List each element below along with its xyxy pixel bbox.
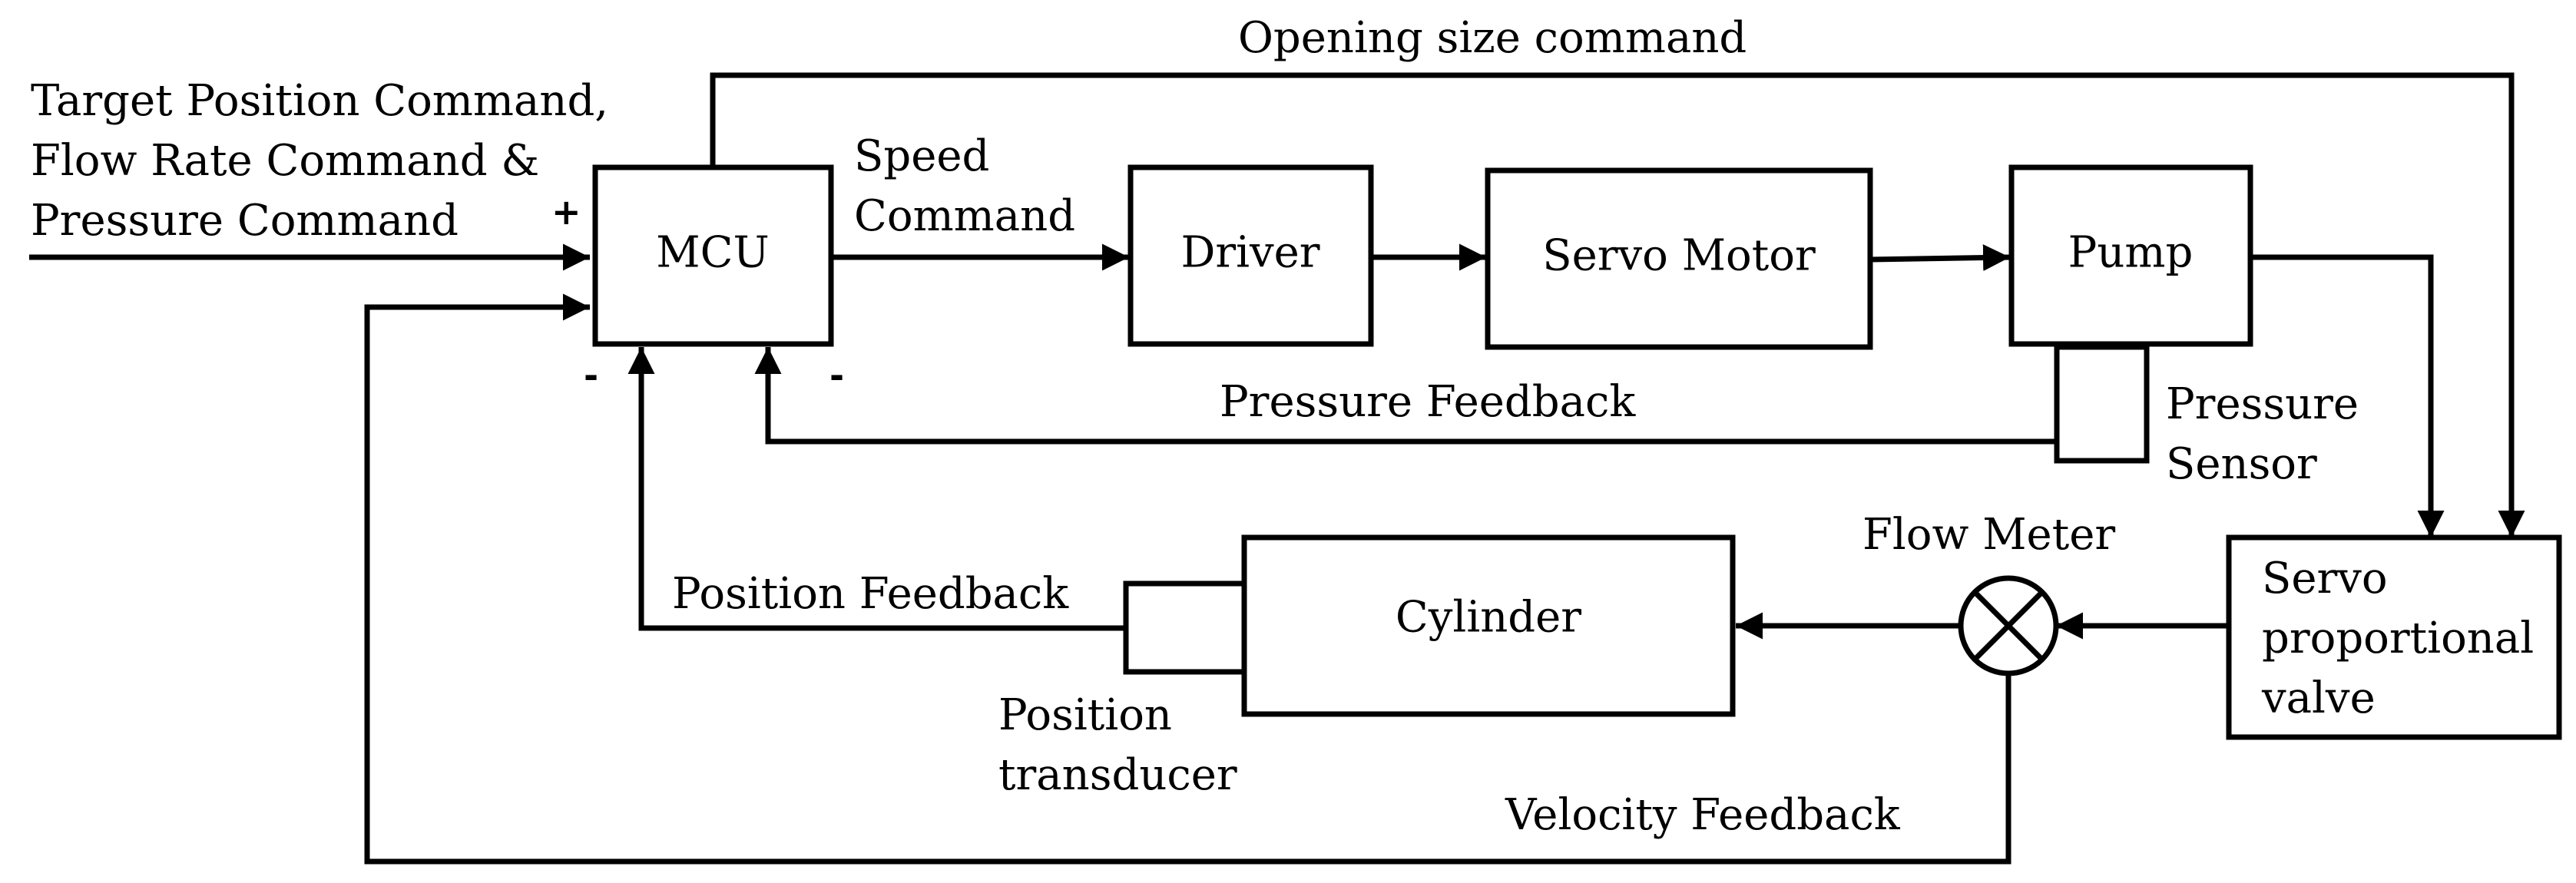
plus-sign: + <box>551 191 581 233</box>
driver-label: Driver <box>1180 228 1319 278</box>
motor-to-pump-arrow <box>1869 244 2011 272</box>
pressure-sensor-line-2: Sensor <box>2166 439 2317 489</box>
servo-valve-line-1: Servo <box>2262 554 2388 604</box>
pump-block <box>2008 164 2253 347</box>
opening-size-command-line <box>710 72 2525 537</box>
position-transducer-block <box>1123 580 1247 675</box>
position-transducer-line-1: Position <box>998 690 1172 740</box>
pump-label: Pump <box>2068 228 2194 278</box>
pressure-feedback-label: Pressure Feedback <box>1220 377 1636 427</box>
pressure-feedback-line <box>754 347 2057 445</box>
servo-valve-label: Servo proportional valve <box>2261 554 2548 723</box>
mcu-block <box>592 164 834 347</box>
flow-meter-label: Flow Meter <box>1862 510 2115 560</box>
position-transducer-line-2: transducer <box>998 750 1237 800</box>
mcu-label: MCU <box>656 228 769 278</box>
servo-valve-line-3: valve <box>2261 673 2376 723</box>
minus-sign-position: - <box>584 355 598 396</box>
position-feedback-label: Position Feedback <box>672 569 1069 619</box>
driver-block <box>1127 164 1374 347</box>
minus-sign-pressure: - <box>829 355 844 396</box>
speed-command-line-1: Speed <box>854 131 989 181</box>
servo-motor-label: Servo Motor <box>1542 231 1816 281</box>
position-feedback-line <box>627 347 1126 631</box>
position-transducer-label: Position transducer <box>998 690 1237 800</box>
speed-command-line-2: Command <box>854 191 1075 241</box>
pressure-sensor-label: Pressure Sensor <box>2166 379 2372 489</box>
input-command-line-1: Target Position Command, <box>31 76 608 126</box>
pressure-sensor-line-1: Pressure <box>2166 379 2359 429</box>
pump-to-valve-line <box>2250 254 2445 537</box>
speed-command-label: Speed Command <box>854 131 1075 241</box>
input-command-label: Target Position Command, Flow Rate Comma… <box>31 76 622 246</box>
cylinder-label: Cylinder <box>1396 593 1581 643</box>
input-command-line-3: Pressure Command <box>31 196 459 246</box>
servo-valve-block <box>2226 534 2562 740</box>
pressure-sensor-block <box>2054 344 2150 464</box>
velocity-feedback-line <box>364 293 2011 865</box>
opening-size-command-label: Opening size command <box>1238 13 1747 63</box>
velocity-feedback-label: Velocity Feedback <box>1505 790 1901 840</box>
input-command-line-2: Flow Rate Command & <box>31 136 539 186</box>
servo-valve-line-2: proportional <box>2262 613 2534 663</box>
flow-meter-icon <box>1958 575 2059 676</box>
servo-motor-block <box>1485 167 1873 350</box>
